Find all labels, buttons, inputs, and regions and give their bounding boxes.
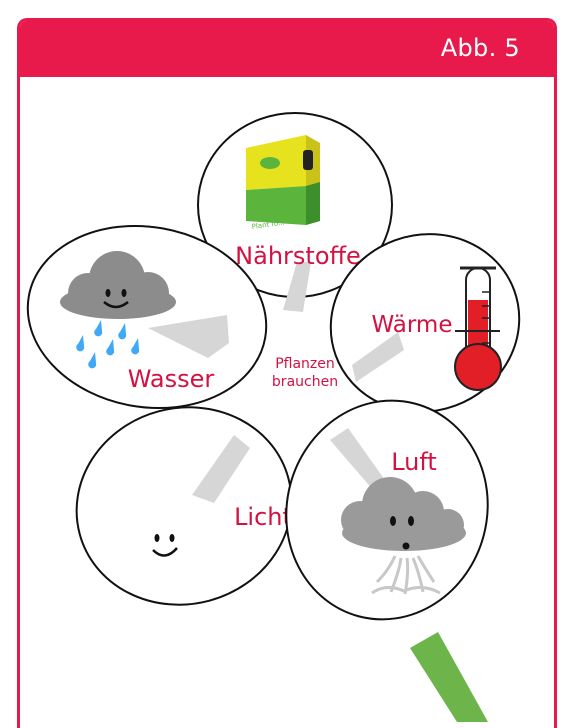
fertilizer-box-icon: Plant fo... [246, 135, 320, 231]
petal-luft: Luft [262, 378, 512, 642]
label-naehrstoffe: Nährstoffe [235, 242, 361, 270]
center-line-1: Pflanzen [275, 356, 335, 372]
label-licht: Licht [234, 503, 292, 531]
label-waerme: Wärme [372, 312, 453, 338]
flower-stem [410, 632, 488, 722]
center-line-2: brauchen [272, 374, 338, 390]
label-wasser: Wasser [128, 365, 215, 393]
petal-licht: Licht [54, 383, 313, 628]
label-luft: Luft [391, 448, 437, 476]
